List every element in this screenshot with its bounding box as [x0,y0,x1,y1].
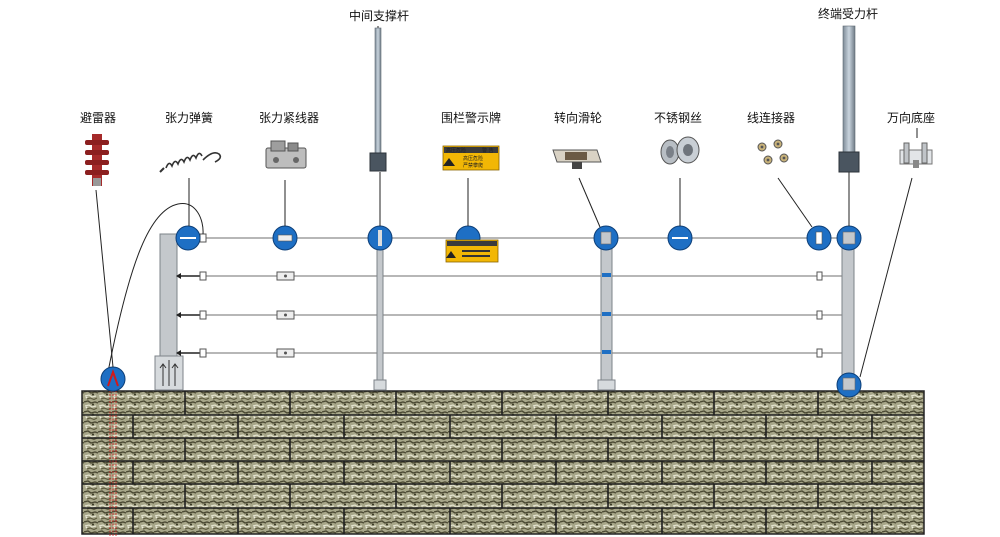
pulley-post-base [597,379,616,391]
warning-sign-mounted [445,239,499,263]
tensioner-holes [284,274,287,355]
label-pulley: 转向滑轮 [554,110,602,125]
tensioner-icon [265,140,307,169]
label-warning-sign: 围栏警示牌 [441,110,501,125]
label-steel-wire: 不锈钢丝 [654,111,702,125]
middle-post-mounted [376,237,384,391]
component-labels: 避雷器 张力弹簧 张力紧线器 中间支撑杆 围栏警示牌 转向滑轮 不锈钢丝 线连接… [80,6,935,125]
terminal-post-mounted [841,233,855,391]
warning-sign-icon: 高压危险 警 告 高压危险 严禁攀爬 [442,145,500,171]
sign-header-right: 警 告 [482,147,494,154]
label-wire-connector: 线连接器 [747,110,795,125]
label-lightning-arrester: 避雷器 [80,111,116,125]
marker-connector [806,225,832,251]
marker-base [836,372,862,398]
label-tensioner: 张力紧线器 [259,111,319,125]
marker-spring [175,225,201,251]
middle-post-base [373,379,387,391]
spring-assemblies [176,233,207,358]
start-post [154,233,184,391]
arrester-connection-arc [107,203,204,373]
label-tension-spring: 张力弹簧 [165,110,213,125]
marker-arrester [100,366,126,392]
marker-terminal-post [836,225,862,251]
steel-wire-icon [660,136,700,165]
marker-tensioner [272,225,298,251]
marker-middle-post [367,225,393,251]
label-terminal-post: 终端受力杆 [818,6,878,21]
fence-wires [205,237,850,354]
leader-lines [95,26,918,378]
tension-spring-icon [159,152,222,173]
lightning-arrester-icon [85,134,109,186]
stone-wall [81,390,925,535]
marker-steel-wire [667,225,693,251]
sign-line1: 高压危险 [463,155,483,162]
sign-line2: 严禁攀爬 [463,162,483,169]
ground-wire [109,380,117,536]
label-universal-base: 万向底座 [887,110,935,125]
marker-dots [100,225,862,398]
middle-post-icon [369,27,387,172]
terminal-post-icon [838,25,860,173]
pulley-insulators [602,273,611,354]
label-middle-post: 中间支撑杆 [349,8,409,23]
connectors-on-wires [816,271,823,358]
sign-header-left: 高压危险 [446,147,466,154]
universal-base-icon [899,142,933,168]
marker-pulley [593,225,619,251]
wire-connector-icon [757,139,789,165]
pulley-icon [552,149,602,169]
